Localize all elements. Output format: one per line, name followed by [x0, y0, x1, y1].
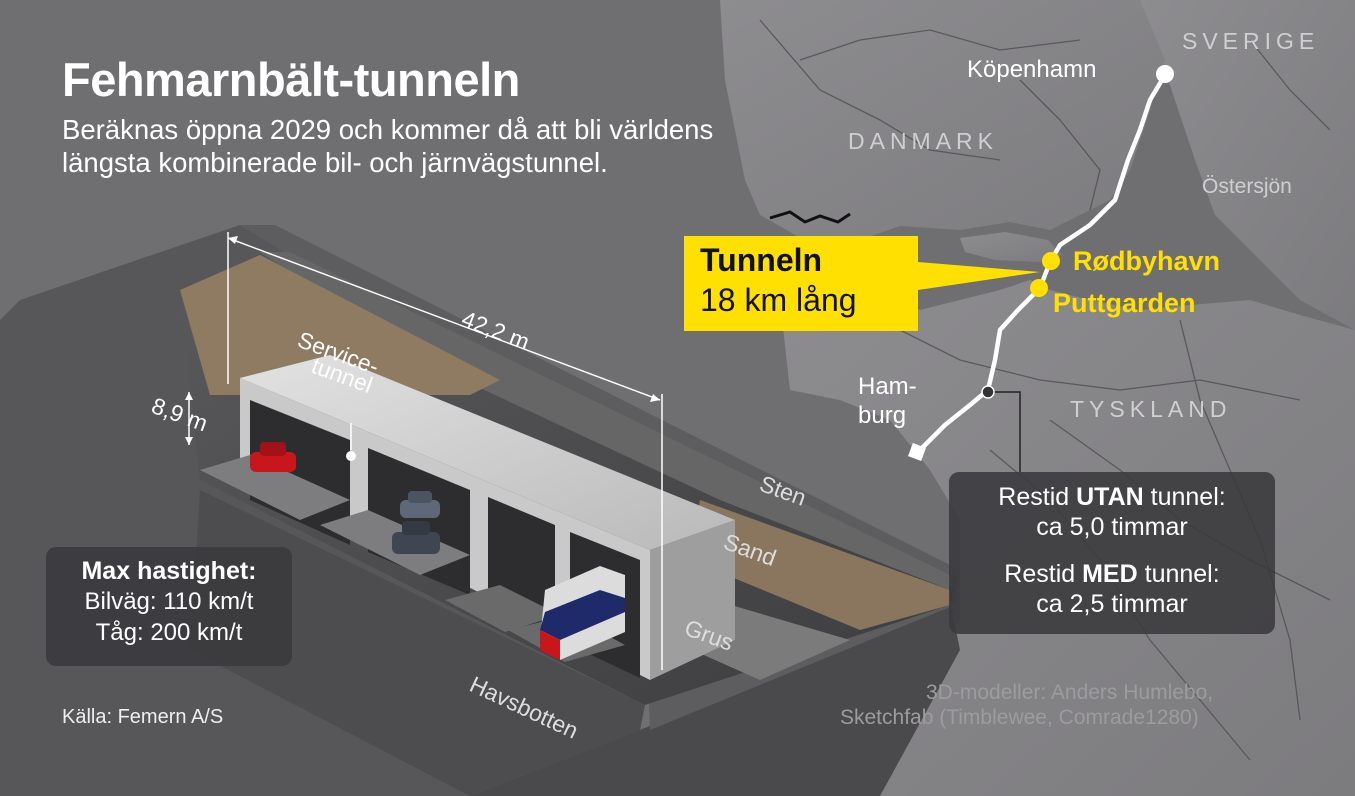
width-dimension-line — [227, 237, 661, 401]
tunnel-section — [0, 225, 960, 796]
car-grey-1 — [400, 491, 440, 518]
travel-without-value: ca 5,0 timmar — [1036, 513, 1188, 541]
page-subtitle: Beräknas öppna 2029 och kommer då att bl… — [62, 114, 714, 178]
tunnel-side-face — [650, 520, 735, 680]
puttgarden-marker — [1030, 279, 1048, 297]
hamburg-marker — [908, 443, 926, 461]
travel-time-box: Restid UTAN tunnel: ca 5,0 timmar Restid… — [949, 472, 1275, 634]
layer-sten — [260, 252, 950, 590]
hamburg-leader-line — [988, 391, 1021, 472]
tunnel-end-label-rodbyhavn: Rødbyhavn — [1073, 246, 1221, 276]
callout-value: 18 km lång — [700, 282, 857, 318]
speed-info-box: Max hastighet: Bilväg: 110 km/t Tåg: 200… — [46, 547, 292, 666]
tunnel-end-label-puttgarden: Puttgarden — [1053, 288, 1196, 318]
page-title: Fehmarnbält-tunneln — [62, 53, 520, 106]
city-label-hamburg: Ham-burg — [858, 373, 917, 429]
denmark-land — [720, 0, 1165, 250]
callout-title: Tunneln — [700, 242, 823, 278]
travel-without-heading: Restid UTAN tunnel: — [998, 483, 1226, 511]
speed-heading: Max hastighet: — [81, 557, 257, 585]
speed-road: Bilväg: 110 km/t — [84, 588, 254, 615]
car-red — [250, 442, 296, 472]
tunnel-length-callout: Tunneln 18 km lång — [684, 236, 918, 331]
city-label-kopenhamn: Köpenhamn — [967, 56, 1097, 83]
kopenhamn-marker — [1156, 65, 1174, 83]
road-deck-1 — [200, 455, 350, 520]
rail-track-1 — [445, 585, 560, 632]
car-grey-2 — [392, 521, 440, 554]
layer-sand-back — [180, 255, 500, 395]
travel-with-heading: Restid MED tunnel: — [1004, 560, 1220, 588]
sweden-land — [1140, 0, 1355, 330]
hamburg-route-marker — [981, 385, 995, 399]
credit-line-2: Sketchfab (Timblewee, Comrade1280) — [840, 706, 1199, 729]
border-line — [769, 210, 851, 224]
credit-line-1: 3D-modeller: Anders Humlebo, — [926, 681, 1214, 704]
country-label-tyskland: TYSKLAND — [1070, 396, 1232, 422]
travel-with-value: ca 2,5 timmar — [1036, 590, 1188, 618]
country-label-danmark: DANMARK — [848, 128, 999, 154]
tunnel-roof — [240, 355, 735, 550]
lolland-land — [960, 232, 1062, 262]
speed-rail: Tåg: 200 km/t — [95, 619, 243, 646]
layer-sand — [690, 500, 950, 630]
sea-label: Östersjön — [1202, 175, 1292, 198]
callout-pointer — [918, 262, 1040, 290]
rodbyhavn-marker — [1042, 252, 1060, 270]
source-label: Källa: Femern A/S — [62, 706, 224, 728]
layer-seabed — [190, 490, 645, 796]
train — [540, 566, 625, 660]
country-label-sverige: SVERIGE — [1182, 28, 1320, 54]
